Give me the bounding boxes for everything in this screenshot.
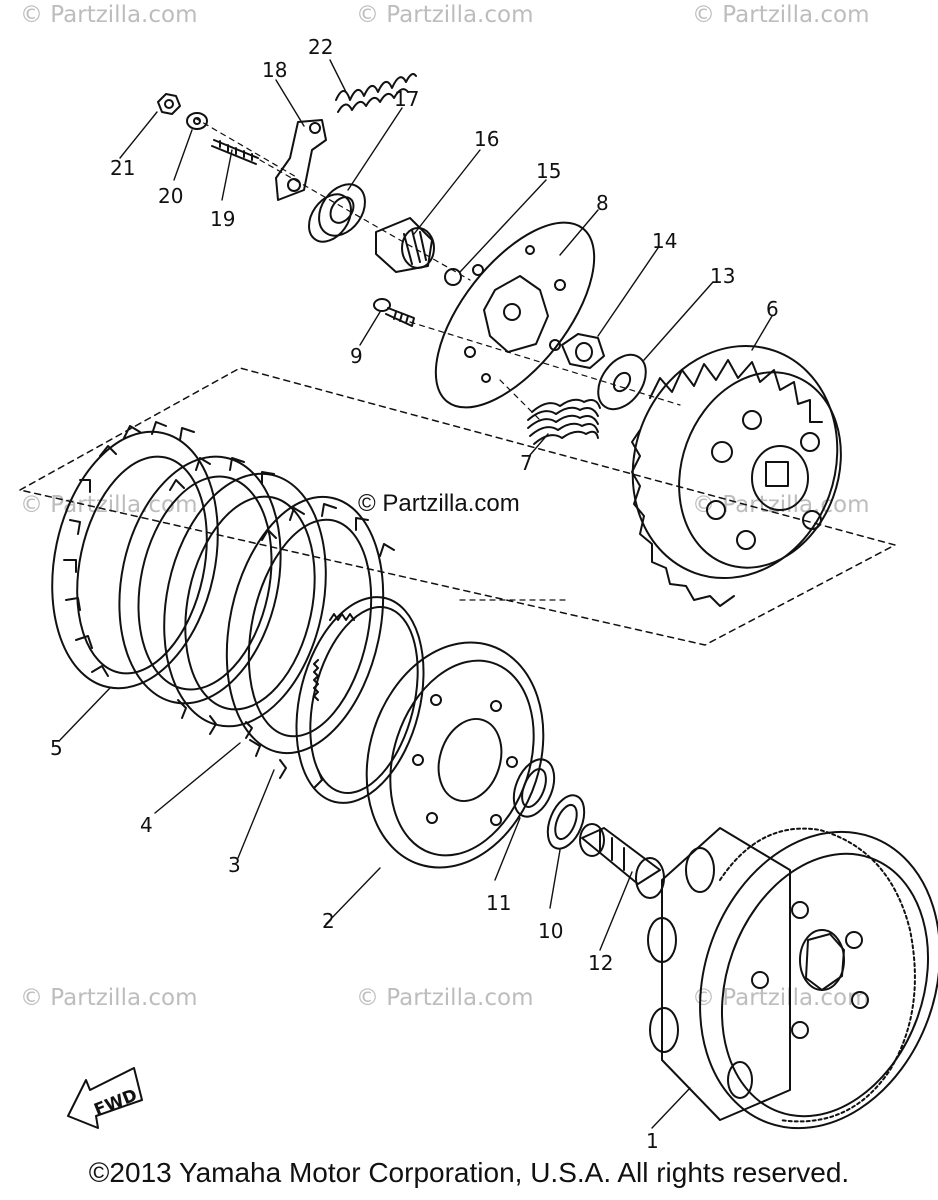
watermark-top-right: © Partzilla.com: [692, 2, 870, 28]
callout-12: 12: [588, 951, 613, 975]
callout-20: 20: [158, 184, 183, 208]
callout-14: 14: [652, 229, 677, 253]
watermark-mid-right: © Partzilla.com: [692, 492, 870, 518]
leader-lines: [59, 59, 773, 1129]
part-7-spring: [527, 398, 601, 445]
part-16-push-screw: [375, 217, 435, 273]
callout-2: 2: [322, 909, 335, 933]
callout-7: 7: [520, 451, 533, 475]
callout-22: 22: [308, 35, 333, 59]
part-12-spacer: [579, 823, 665, 899]
part-14-nut: [561, 333, 605, 369]
part-19-pin: [211, 139, 259, 165]
part-5-friction-plate: [51, 421, 219, 690]
watermark-top-left: © Partzilla.com: [20, 2, 198, 28]
part-11-washer: [512, 758, 556, 818]
callout-10: 10: [538, 919, 563, 943]
part-1-clutch-housing: [647, 827, 938, 1130]
callout-3: 3: [228, 853, 241, 877]
part-8-pressure-plate: [434, 221, 596, 409]
fwd-label: FWD: [91, 1085, 140, 1120]
callout-1: 1: [646, 1129, 659, 1153]
part-17-bearing: [308, 183, 366, 243]
callout-9: 9: [350, 344, 363, 368]
part-9-screw: [373, 298, 415, 327]
callout-8: 8: [596, 191, 609, 215]
callout-6: 6: [766, 297, 779, 321]
watermark-bottom-center: © Partzilla.com: [356, 985, 534, 1011]
part-3-friction-plate: [225, 495, 395, 789]
fwd-arrow-icon: [67, 1067, 143, 1129]
watermark-top-center: © Partzilla.com: [356, 2, 534, 28]
callout-11: 11: [486, 891, 511, 915]
callout-18: 18: [262, 58, 287, 82]
part-10-washer: [546, 794, 586, 850]
callout-5: 5: [50, 736, 63, 760]
part-20-washer: [186, 112, 208, 130]
callout-19: 19: [210, 207, 235, 231]
callout-labels: 22 18 17 16 15 8 14 13 6 21 20 19 9 7 5 …: [50, 35, 779, 1153]
part-ring: [295, 596, 425, 804]
part-15-ball: [444, 268, 462, 286]
callout-21: 21: [110, 156, 135, 180]
callout-17: 17: [394, 87, 419, 111]
part-13-washer: [597, 353, 647, 411]
watermark-center: © Partzilla.com: [358, 490, 520, 517]
part-22-spring: [335, 73, 417, 113]
part-6-clutch-boss: [631, 344, 842, 607]
copyright-text: ©2013 Yamaha Motor Corporation, U.S.A. A…: [88, 1157, 850, 1188]
watermark-bottom-left: © Partzilla.com: [20, 985, 198, 1011]
part-4-clutch-plate: [118, 455, 327, 739]
callout-4: 4: [140, 813, 153, 837]
callout-15: 15: [536, 159, 561, 183]
subassembly-boundary: [19, 367, 896, 646]
callout-13: 13: [710, 264, 735, 288]
part-21-nut: [157, 93, 181, 115]
part-18-lever: [275, 119, 327, 201]
callout-16: 16: [474, 127, 499, 151]
